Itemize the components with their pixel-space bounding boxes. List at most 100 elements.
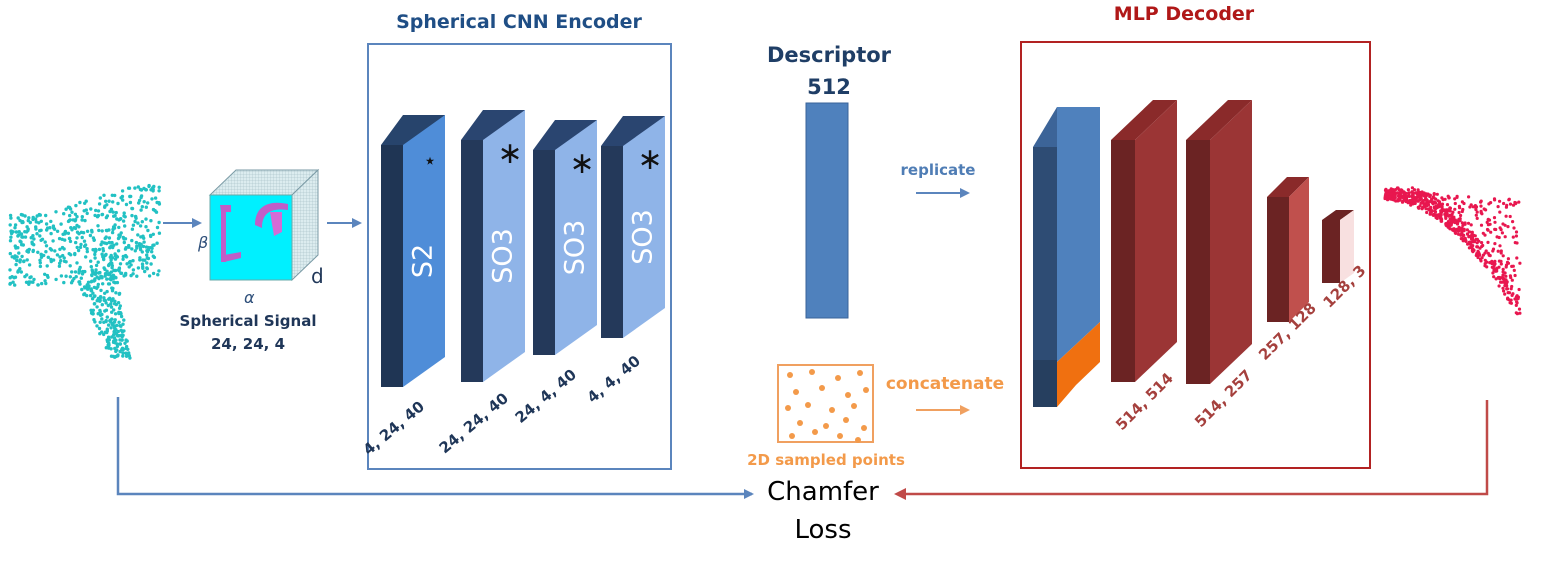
input-point — [120, 334, 124, 339]
output-point — [1410, 190, 1414, 194]
output-point — [1467, 195, 1471, 199]
output-point — [1487, 218, 1492, 222]
input-point — [123, 341, 127, 345]
input-point — [117, 291, 122, 296]
input-point — [144, 245, 149, 249]
input-point — [103, 205, 107, 209]
concatenate-label: concatenate — [886, 374, 1004, 394]
input-point — [125, 352, 129, 356]
input-point — [110, 230, 115, 235]
input-point — [99, 288, 103, 293]
input-point — [8, 213, 13, 218]
input-point — [96, 271, 101, 275]
input-point — [149, 262, 153, 266]
input-point — [73, 226, 78, 231]
input-point — [110, 335, 114, 339]
output-point — [1453, 197, 1457, 201]
input-point — [96, 209, 101, 213]
input-point — [98, 320, 102, 324]
input-point — [113, 268, 118, 273]
output-point — [1458, 218, 1462, 223]
input-point — [133, 186, 137, 190]
output-point — [1503, 284, 1507, 288]
input-point — [102, 193, 106, 197]
input-point — [88, 233, 93, 238]
input-point — [90, 297, 95, 301]
input-point — [31, 248, 35, 253]
input-point — [131, 268, 136, 272]
output-point — [1492, 275, 1496, 279]
input-point — [75, 230, 80, 234]
input-point — [19, 270, 23, 274]
input-point — [8, 239, 13, 243]
input-point — [91, 291, 95, 295]
input-point — [144, 188, 148, 192]
input-point — [17, 230, 21, 234]
input-point — [103, 291, 107, 295]
input-point — [117, 269, 121, 273]
output-point — [1419, 191, 1423, 195]
input-point — [119, 217, 123, 221]
output-point — [1491, 271, 1495, 275]
input-point — [82, 285, 87, 289]
input-point — [138, 258, 142, 262]
input-point — [104, 215, 109, 220]
input-point — [9, 235, 13, 239]
input-point — [121, 347, 125, 352]
input-point — [57, 236, 62, 241]
output-point — [1461, 223, 1465, 227]
input-point — [105, 339, 110, 343]
input-point — [8, 268, 12, 272]
input-point — [68, 275, 73, 279]
output-point — [1440, 207, 1444, 211]
input-point — [145, 253, 149, 257]
input-point — [149, 246, 153, 250]
input-point — [117, 320, 121, 324]
input-point — [126, 186, 131, 190]
input-point — [97, 247, 102, 252]
output-point — [1506, 225, 1510, 229]
input-point — [25, 225, 29, 229]
input-point — [122, 274, 126, 278]
input-point — [14, 262, 18, 267]
input-point — [111, 200, 115, 204]
input-point — [96, 282, 101, 287]
input-point — [93, 252, 97, 257]
output-point — [1407, 191, 1411, 195]
input-point — [23, 230, 27, 234]
input-point — [75, 261, 79, 265]
output-point — [1398, 196, 1402, 200]
input-point — [59, 274, 64, 278]
input-point — [117, 225, 121, 230]
input-point — [136, 221, 140, 225]
input-point — [8, 223, 12, 227]
input-point — [31, 215, 35, 220]
input-point — [91, 236, 96, 240]
input-point — [141, 258, 145, 262]
input-point — [70, 270, 74, 274]
decoder-title: MLP Decoder — [1114, 3, 1255, 25]
input-point — [107, 199, 111, 203]
input-point — [107, 282, 112, 286]
output-point — [1497, 284, 1501, 288]
input-point — [38, 229, 42, 233]
output-point — [1434, 197, 1438, 201]
input-point — [43, 272, 47, 276]
output-point — [1503, 235, 1507, 239]
input-point — [104, 346, 109, 350]
input-point — [100, 303, 105, 307]
input-point — [82, 239, 87, 243]
input-point — [105, 269, 109, 273]
input-point — [104, 235, 108, 239]
input-point — [97, 276, 101, 281]
encoder-layer-op: ∗ — [497, 136, 522, 171]
output-point — [1383, 196, 1387, 201]
decoder-layer-2: 514, 257 — [1186, 100, 1256, 431]
output-point — [1471, 205, 1475, 209]
output-point — [1500, 231, 1504, 235]
input-point — [74, 275, 78, 279]
input-point — [151, 186, 155, 190]
input-point — [122, 211, 126, 215]
output-point — [1516, 297, 1520, 301]
input-point — [80, 218, 84, 222]
